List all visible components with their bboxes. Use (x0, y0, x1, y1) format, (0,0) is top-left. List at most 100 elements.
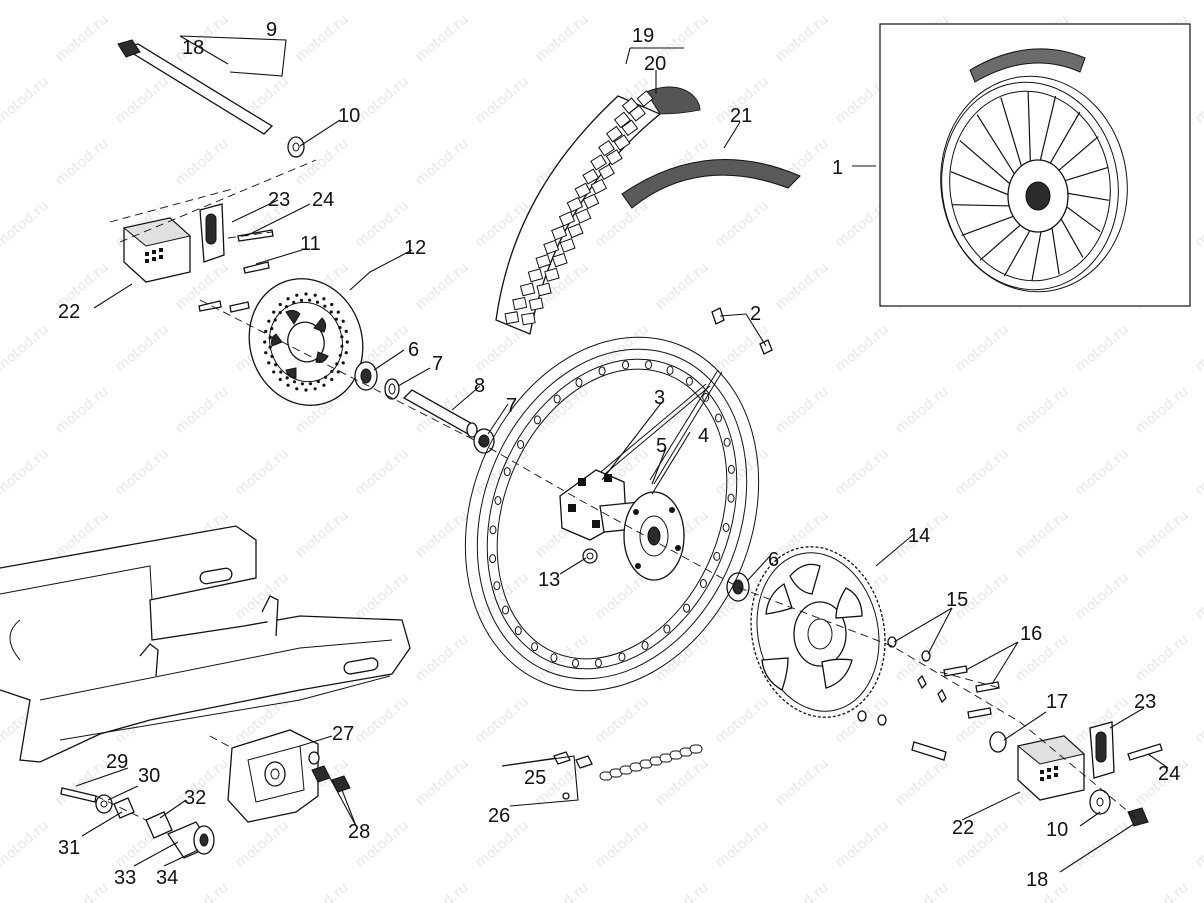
watermark-text: motod.ru (232, 818, 291, 872)
watermark-text: motod.ru (652, 260, 711, 314)
callout-10-bottom: 10 (1046, 819, 1068, 841)
watermark-text: motod.ru (832, 322, 891, 376)
callout-6-left: 6 (408, 339, 419, 361)
watermark-text: motod.ru (112, 74, 171, 128)
watermark-text: motod.ru (1132, 384, 1191, 438)
callout-17: 17 (1046, 691, 1068, 713)
watermark-text: motod.ru (592, 694, 651, 748)
complete-wheel-inset (879, 23, 1191, 307)
watermark-text: motod.ru (1192, 0, 1204, 3)
callout-28: 28 (348, 821, 370, 843)
watermark-text: motod.ru (172, 136, 231, 190)
watermark-text: motod.ru (1072, 0, 1131, 3)
callout-15: 15 (946, 589, 968, 611)
callout-1: 1 (832, 157, 843, 179)
watermark-text: motod.ru (352, 570, 411, 624)
watermark-text: motod.ru (1192, 694, 1204, 748)
drive-chain (553, 744, 703, 800)
callout-18-top: 18 (182, 37, 204, 59)
callout-27: 27 (332, 723, 354, 745)
callout-23-right: 23 (1134, 691, 1156, 713)
swingarm (0, 525, 411, 763)
callout-21: 21 (730, 105, 752, 127)
watermark-text: motod.ru (52, 384, 111, 438)
watermark-text: motod.ru (532, 880, 591, 903)
watermark-text: motod.ru (472, 694, 531, 748)
watermark-text: motod.ru (592, 198, 651, 252)
watermark-text: motod.ru (292, 12, 351, 66)
watermark-text: motod.ru (412, 136, 471, 190)
watermark-text: motod.ru (1132, 508, 1191, 562)
watermark-text: motod.ru (1012, 384, 1071, 438)
callout-labels: 1 2 3 4 5 6 6 7 7 8 9 10 10 11 12 13 14 … (58, 19, 1180, 891)
chain-guide-parts (60, 729, 351, 859)
watermark-text: motod.ru (892, 756, 951, 810)
callout-11: 11 (300, 233, 321, 255)
watermark-text: motod.ru (832, 818, 891, 872)
callout-22-right: 22 (952, 817, 974, 839)
callout-12: 12 (404, 237, 426, 259)
watermark-text: motod.ru (412, 756, 471, 810)
leader-lines (75, 35, 1169, 873)
watermark-text: motod.ru (352, 446, 411, 500)
watermark-text: motod.ru (1192, 198, 1204, 252)
watermark-text: motod.ru (772, 756, 831, 810)
watermark-text: motod.ru (0, 198, 52, 252)
watermark-text: motod.ru (1072, 446, 1131, 500)
callout-2: 2 (750, 303, 761, 325)
watermark-text: motod.ru (0, 446, 52, 500)
watermark-text: motod.ru (952, 0, 1011, 3)
callout-25: 25 (524, 767, 546, 789)
watermark-text: motod.ru (292, 508, 351, 562)
watermark-text: motod.ru (652, 880, 711, 903)
watermark-text: motod.ru (232, 446, 291, 500)
callout-7-right: 7 (506, 395, 517, 417)
watermark-text: motod.ru (0, 0, 52, 3)
callout-30: 30 (138, 765, 160, 787)
watermark-text: motod.ru (952, 446, 1011, 500)
callout-5: 5 (656, 435, 667, 457)
chain-adjuster-right (1016, 721, 1163, 827)
watermark-text: motod.ru (172, 384, 231, 438)
callout-34: 34 (156, 867, 178, 889)
watermark-text: motod.ru (52, 12, 111, 66)
watermark-text: motod.ru (412, 508, 471, 562)
rear-sprocket (750, 546, 886, 718)
watermark-text: motod.ru (1132, 632, 1191, 686)
wheel-rim-and-hub (464, 307, 773, 692)
watermark-text: motod.ru (352, 0, 411, 3)
watermark-text: motod.ru (712, 446, 771, 500)
watermark-text: motod.ru (0, 818, 52, 872)
watermark-text: motod.ru (1192, 446, 1204, 500)
watermark-text: motod.ru (1192, 818, 1204, 872)
watermark-text: motod.ru (232, 0, 291, 3)
sprocket-fasteners (857, 636, 1007, 761)
watermark-text: motod.ru (712, 0, 771, 3)
watermark-text: motod.ru (0, 74, 52, 128)
watermark-text: motod.ru (772, 260, 831, 314)
callout-4: 4 (698, 425, 709, 447)
callout-29: 29 (106, 751, 128, 773)
callout-24-right: 24 (1158, 763, 1180, 785)
callout-18-bottom: 18 (1026, 869, 1048, 891)
callout-32: 32 (184, 787, 206, 809)
watermark-text: motod.ru (0, 322, 52, 376)
assembly-axis-lines (95, 159, 1137, 821)
watermark-text: motod.ru (712, 694, 771, 748)
callout-23-left: 23 (268, 189, 290, 211)
watermark-text: motod.ru (1132, 880, 1191, 903)
callout-22-left: 22 (58, 301, 80, 323)
watermark-text: motod.ru (52, 136, 111, 190)
callout-26: 26 (488, 805, 510, 827)
watermark-text: motod.ru (352, 198, 411, 252)
callout-9: 9 (266, 19, 277, 41)
watermark-text: motod.ru (292, 880, 351, 903)
watermark-text: motod.ru (772, 880, 831, 903)
bearings-and-spacers (354, 361, 750, 602)
callout-14: 14 (908, 525, 930, 547)
callout-7-left: 7 (432, 353, 443, 375)
watermark-text: motod.ru (112, 322, 171, 376)
watermark-text: motod.ru (712, 818, 771, 872)
watermark-text: motod.ru (952, 322, 1011, 376)
